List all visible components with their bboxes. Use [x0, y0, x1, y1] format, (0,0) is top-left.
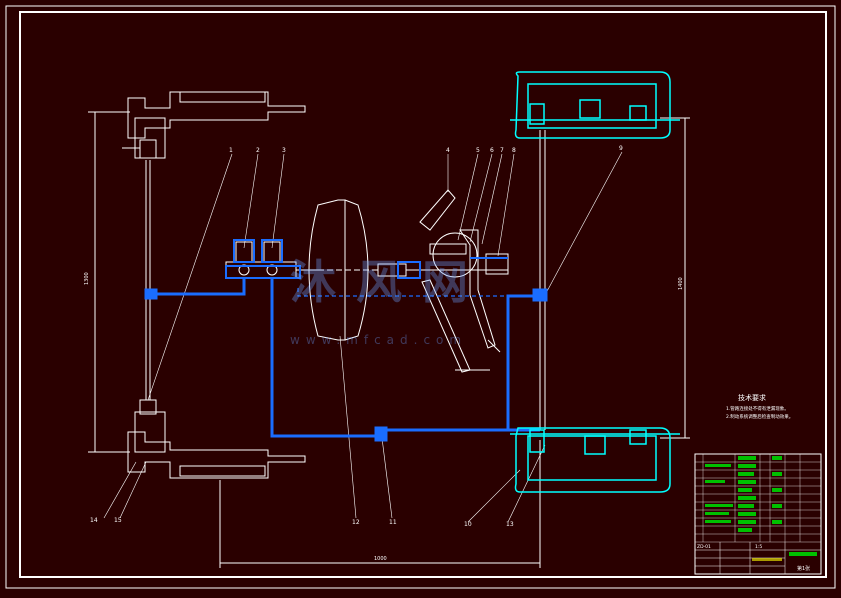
parts-list-grid	[695, 454, 821, 543]
rear-wheel-assemblies	[510, 71, 680, 493]
callout-14: 14	[90, 517, 98, 524]
rear-top-tire	[514, 71, 671, 139]
callout-3: 3	[282, 147, 286, 154]
leader-8	[497, 153, 515, 257]
watermark: 沐风网 www.mfcad.com	[290, 255, 488, 347]
pedal-pivot-mount	[429, 243, 467, 255]
inner-border	[19, 11, 827, 578]
callout-1: 1	[229, 147, 233, 154]
brake-light-switch	[485, 253, 509, 275]
rear-bottom-drum	[527, 435, 657, 481]
pedal-bracket-lower	[421, 279, 471, 373]
title-block-frame	[694, 453, 822, 575]
callout-6: 6	[490, 147, 494, 154]
front-brake-line	[184, 278, 246, 296]
drawing-frame	[5, 5, 836, 589]
brake-lines	[144, 239, 548, 442]
master-cylinder-reservoir-1	[235, 241, 253, 263]
front-left-tire-top	[179, 91, 266, 103]
technical-notes: 技术要求 1.管路连接处不得有泄漏现象。 2.制动系统调整后检查制动效果。	[726, 393, 793, 420]
leader-1	[147, 153, 233, 401]
chassis-linework	[88, 91, 690, 568]
title-block-code: ZD-01	[697, 544, 711, 550]
tech-notes-line-2: 2.制动系统调整后检查制动效果。	[726, 413, 793, 420]
leader-2	[243, 153, 259, 249]
rear-bottom-tire	[514, 427, 671, 493]
rear-bottom-hub-mid	[584, 435, 606, 455]
leader-10	[467, 469, 521, 523]
rear-right-brake-line	[506, 294, 540, 430]
leader-9	[544, 151, 623, 296]
rear-top-hub-right	[629, 105, 647, 121]
master-cylinder-highlight	[225, 265, 301, 279]
dim-left: 1300	[84, 272, 90, 285]
callout-4: 4	[446, 147, 450, 154]
rear-top-drum	[527, 83, 657, 129]
callout-9: 9	[619, 145, 623, 152]
tech-notes-line-1: 1.管路连接处不得有泄漏现象。	[726, 405, 789, 412]
leader-7	[481, 153, 503, 245]
pedal-pivot-circle	[432, 232, 478, 278]
leader-15	[119, 461, 147, 519]
leader-13	[507, 444, 546, 523]
leader-lines	[103, 151, 623, 523]
dim-right: 1400	[678, 277, 684, 290]
rear-left-caliper	[134, 411, 166, 453]
reservoir-2-highlight	[261, 239, 283, 263]
callout-labels: 1 2 3 4 5 6 7 8 9 10 11 12 13 14 15	[90, 145, 623, 528]
callout-13: 13	[506, 521, 514, 528]
reservoir-1-highlight	[233, 239, 255, 263]
dim-bottom: 1000	[374, 556, 387, 562]
callout-7: 7	[500, 147, 504, 154]
leader-14	[103, 461, 137, 519]
leader-6	[469, 153, 493, 243]
callout-5: 5	[476, 147, 480, 154]
front-tee-fitting	[144, 288, 158, 300]
master-cylinder-body	[225, 261, 297, 279]
watermark-url: www.mfcad.com	[290, 333, 467, 347]
pedal-bracket-upper	[419, 189, 456, 231]
rear-top-hub-left	[529, 103, 545, 125]
rear-left-tire-bottom	[179, 465, 266, 477]
outer-border	[5, 5, 836, 589]
callout-10: 10	[464, 521, 472, 528]
title-block-sheet: 第1张	[797, 565, 810, 572]
front-left-knuckle	[139, 139, 157, 159]
watermark-main: 沐风网	[290, 255, 488, 309]
rear-bottom-hub-left	[529, 429, 545, 453]
pushrod-highlight	[397, 261, 421, 279]
title-block-scale: 1:5	[755, 544, 762, 550]
callout-2: 2	[256, 147, 260, 154]
brake-line-cross	[297, 288, 540, 297]
rear-bottom-hub-right	[629, 429, 647, 445]
pedal-pad	[487, 339, 501, 353]
rear-brake-line-lower	[270, 278, 380, 438]
callout-11: 11	[389, 519, 397, 526]
brake-booster-shell	[308, 199, 346, 341]
leader-5	[457, 153, 479, 241]
scale-highlight	[752, 558, 782, 561]
leader-3	[271, 153, 285, 249]
rear-axle-fitting	[532, 288, 548, 302]
master-cylinder-reservoir-2	[263, 241, 281, 263]
brake-pedal-arm	[459, 229, 496, 349]
title-block: ZD-01 1:5 第1张	[694, 453, 822, 575]
leader-11	[381, 437, 393, 519]
front-left-wheel-hub	[127, 91, 306, 139]
rear-top-hub-mid	[579, 99, 601, 119]
tech-notes-title: 技术要求	[738, 393, 766, 402]
parts-list-entries	[705, 456, 782, 532]
callout-8: 8	[512, 147, 516, 154]
leader-12	[339, 335, 357, 519]
drawing-title-bar	[789, 552, 817, 556]
rear-tee-fitting	[374, 426, 388, 442]
callout-12: 12	[352, 519, 360, 526]
callout-15: 15	[114, 517, 122, 524]
rear-left-wheel-hub	[127, 431, 306, 479]
dimension-labels: 1000 1300 1400	[84, 272, 684, 562]
